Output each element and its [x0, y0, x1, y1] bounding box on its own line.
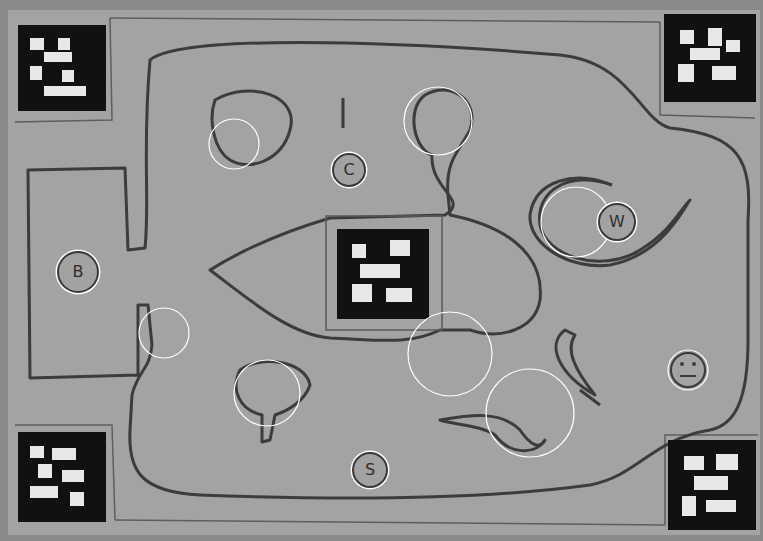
letter-circle: S: [352, 452, 388, 488]
circle-letter: C: [343, 162, 354, 178]
letter-circle: W: [598, 203, 636, 241]
circle-letter: W: [609, 214, 625, 230]
letter-circle: C: [332, 153, 366, 187]
circle-letter: B: [73, 264, 84, 280]
letter-circle: B: [57, 251, 99, 293]
circle-letter: S: [365, 462, 375, 478]
